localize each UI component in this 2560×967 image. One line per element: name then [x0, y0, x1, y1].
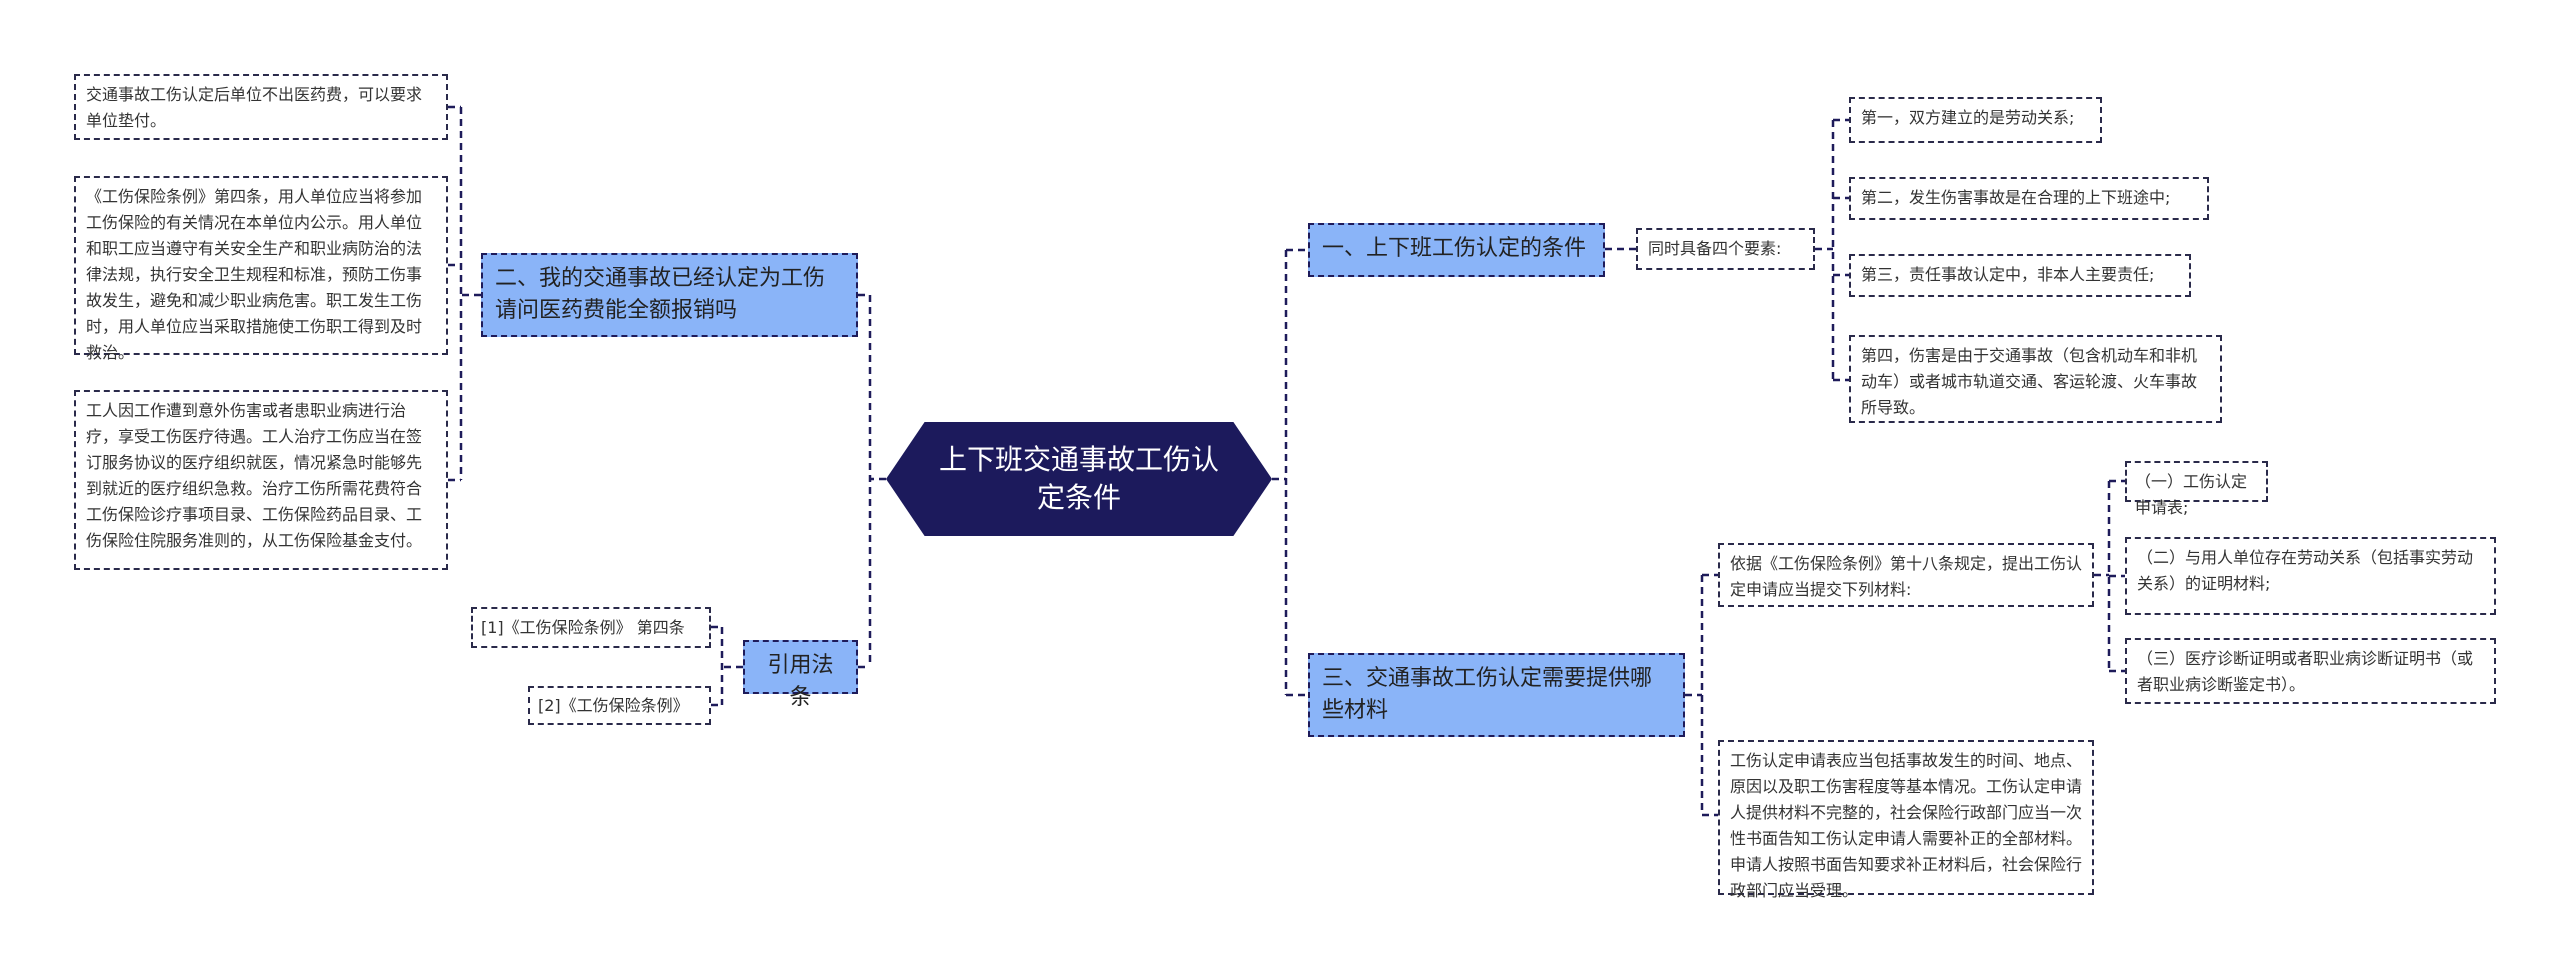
- leaf-material-3[interactable]: （三）医疗诊断证明或者职业病诊断证明书（或者职业病诊断鉴定书）。: [2125, 638, 2496, 704]
- topic-required-materials[interactable]: 三、交通事故工伤认定需要提供哪些材料: [1308, 653, 1685, 737]
- leaf-employer-advance[interactable]: 交通事故工伤认定后单位不出医药费，可以要求单位垫付。: [74, 74, 448, 140]
- leaf-article-four[interactable]: 《工伤保险条例》第四条，用人单位应当将参加工伤保险的有关情况在本单位内公示。用人…: [74, 176, 448, 362]
- leaf-four-elements[interactable]: 同时具备四个要素:: [1636, 228, 1815, 270]
- central-topic[interactable]: 上下班交通事故工伤认定条件: [886, 422, 1272, 536]
- leaf-text: 《工伤保险条例》第四条，用人单位应当将参加工伤保险的有关情况在本单位内公示。用人…: [86, 187, 423, 362]
- leaf-condition-2[interactable]: 第二，发生伤害事故是在合理的上下班途中;: [1849, 177, 2209, 220]
- leaf-condition-4[interactable]: 第四，伤害是由于交通事故（包含机动车和非机动车）或者城市轨道交通、客运轮渡、火车…: [1849, 335, 2222, 423]
- leaf-text: 交通事故工伤认定后单位不出医药费，可以要求单位垫付。: [86, 85, 423, 130]
- leaf-material-2[interactable]: （二）与用人单位存在劳动关系（包括事实劳动关系）的证明材料;: [2125, 537, 2496, 615]
- leaf-material-1[interactable]: （一）工伤认定申请表;: [2125, 461, 2268, 517]
- leaf-text: [2]《工伤保险条例》: [538, 696, 689, 715]
- leaf-text: 第三，责任事故认定中，非本人主要责任;: [1861, 265, 2155, 284]
- topic-medical-reimbursement[interactable]: 二、我的交通事故已经认定为工伤请问医药费能全额报销吗: [481, 253, 858, 337]
- reference-2[interactable]: [2]《工伤保险条例》: [528, 686, 711, 725]
- leaf-text: [1]《工伤保险条例》 第四条: [481, 618, 685, 637]
- topic-label: 二、我的交通事故已经认定为工伤请问医药费能全额报销吗: [495, 266, 826, 323]
- leaf-text: 同时具备四个要素:: [1648, 239, 1782, 258]
- leaf-application-form-details[interactable]: 工伤认定申请表应当包括事故发生的时间、地点、原因以及职工伤害程度等基本情况。工伤…: [1718, 740, 2094, 900]
- leaf-text: （三）医疗诊断证明或者职业病诊断证明书（或者职业病诊断鉴定书）。: [2137, 649, 2474, 694]
- topic-references[interactable]: 引用法条: [743, 640, 858, 710]
- topic-label: 引用法条: [767, 653, 834, 710]
- leaf-condition-1[interactable]: 第一，双方建立的是劳动关系;: [1849, 97, 2102, 143]
- reference-1[interactable]: [1]《工伤保险条例》 第四条: [471, 607, 711, 648]
- leaf-text: 工人因工作遭到意外伤害或者患职业病进行治疗，享受工伤医疗待遇。工人治疗工伤应当在…: [86, 401, 423, 550]
- topic-commute-conditions[interactable]: 一、上下班工伤认定的条件: [1308, 223, 1605, 277]
- leaf-article-18[interactable]: 依据《工伤保险条例》第十八条规定，提出工伤认定申请应当提交下列材料:: [1718, 543, 2094, 607]
- topic-label: 三、交通事故工伤认定需要提供哪些材料: [1322, 666, 1653, 723]
- leaf-text: 第一，双方建立的是劳动关系;: [1861, 108, 2075, 127]
- topic-label: 一、上下班工伤认定的条件: [1322, 236, 1587, 261]
- leaf-text: 工伤认定申请表应当包括事故发生的时间、地点、原因以及职工伤害程度等基本情况。工伤…: [1730, 751, 2083, 900]
- leaf-text: 第二，发生伤害事故是在合理的上下班途中;: [1861, 188, 2171, 207]
- leaf-medical-treatment[interactable]: 工人因工作遭到意外伤害或者患职业病进行治疗，享受工伤医疗待遇。工人治疗工伤应当在…: [74, 390, 448, 570]
- leaf-condition-3[interactable]: 第三，责任事故认定中，非本人主要责任;: [1849, 254, 2191, 297]
- leaf-text: （一）工伤认定申请表;: [2135, 472, 2248, 517]
- central-topic-label: 上下班交通事故工伤认定条件: [938, 443, 1219, 514]
- leaf-text: （二）与用人单位存在劳动关系（包括事实劳动关系）的证明材料;: [2137, 548, 2474, 593]
- leaf-text: 依据《工伤保险条例》第十八条规定，提出工伤认定申请应当提交下列材料:: [1730, 554, 2083, 599]
- leaf-text: 第四，伤害是由于交通事故（包含机动车和非机动车）或者城市轨道交通、客运轮渡、火车…: [1861, 346, 2198, 417]
